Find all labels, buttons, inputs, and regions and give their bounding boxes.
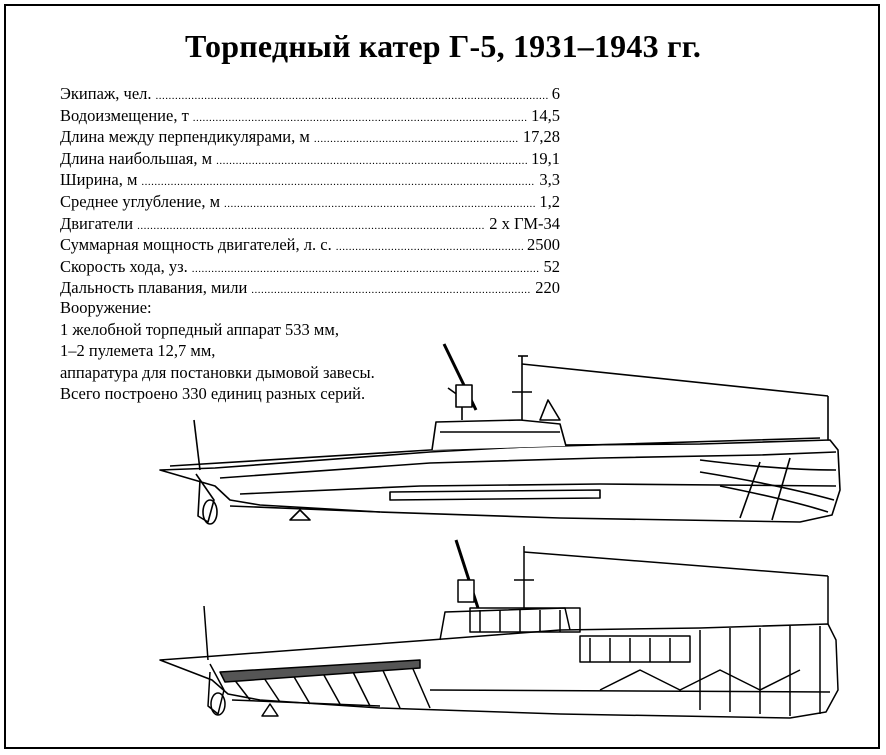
spec-row: Водоизмещение, т 14,5	[60, 106, 560, 128]
spec-row: Среднее углубление, м 1,2	[60, 192, 560, 214]
spec-value: 2500	[527, 235, 560, 255]
spec-label: Скорость хода, уз.	[60, 256, 188, 276]
spec-row: Длина наибольшая, м 19,1	[60, 149, 560, 171]
armament-line: аппаратура для постановки дымовой завесы…	[60, 362, 375, 382]
spec-value: 14,5	[531, 105, 560, 125]
spec-value: 17,28	[522, 127, 560, 147]
spec-label: Среднее углубление, м	[60, 191, 221, 211]
spec-value: 1,2	[539, 191, 560, 211]
spec-label: Суммарная мощность двигателей, л. с.	[60, 235, 332, 255]
page-border	[4, 4, 880, 749]
spec-label: Ширина, м	[60, 170, 138, 190]
spec-label: Дальность плавания, мили	[60, 278, 248, 298]
armament-line: Всего построено 330 единиц разных серий.	[60, 384, 366, 404]
armament-line: 1 желобной торпедный аппарат 533 мм,	[60, 319, 339, 339]
specifications-list: Экипаж, чел. 6 Водоизмещение, т 14,5 Дли…	[60, 84, 560, 300]
spec-value: 52	[543, 256, 561, 276]
spec-row: Суммарная мощность двигателей, л. с. 250…	[60, 235, 560, 257]
spec-label: Двигатели	[60, 213, 134, 233]
spec-row: Длина между перпендикулярами, м 17,28	[60, 127, 560, 149]
armament-block: Вооружение: 1 желобной торпедный аппарат…	[60, 297, 375, 405]
spec-value: 220	[535, 278, 560, 298]
page-title: Торпедный катер Г-5, 1931–1943 гг.	[184, 28, 702, 64]
spec-label: Длина между перпендикулярами, м	[60, 127, 310, 147]
armament-heading: Вооружение:	[60, 298, 152, 317]
spec-row: Экипаж, чел. 6	[60, 84, 560, 106]
spec-row: Двигатели 2 х ГМ-34	[60, 214, 560, 236]
spec-label: Экипаж, чел.	[60, 84, 152, 103]
spec-value: 2 х ГМ-34	[489, 213, 560, 233]
spec-value: 19,1	[531, 148, 560, 168]
spec-row: Дальность плавания, мили 220	[60, 278, 560, 300]
spec-label: Водоизмещение, т	[60, 105, 189, 125]
armament-line: 1–2 пулемета 12,7 мм,	[60, 341, 216, 361]
spec-label: Длина наибольшая, м	[60, 148, 213, 168]
spec-row: Ширина, м 3,3	[60, 170, 560, 192]
spec-row: Скорость хода, уз. 52	[60, 257, 560, 279]
spec-value: 6	[551, 84, 560, 103]
spec-value: 3,3	[539, 170, 560, 190]
